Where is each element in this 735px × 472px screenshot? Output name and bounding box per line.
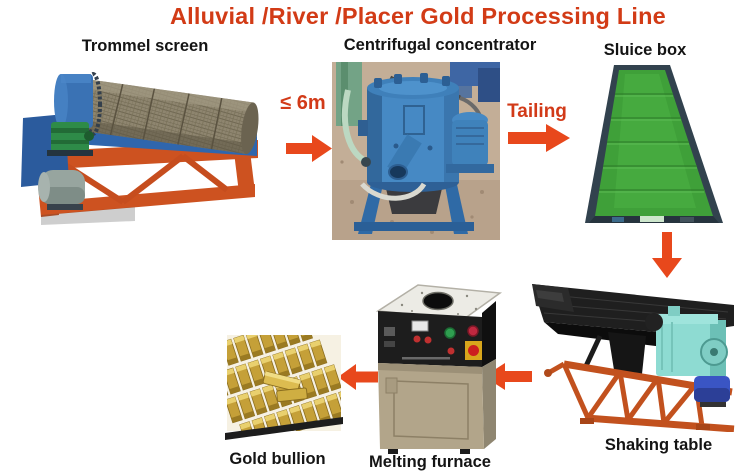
shaking-table-label: Shaking table	[604, 436, 713, 454]
centrifugal-concentrator-label: Centrifugal concentrator	[343, 36, 537, 54]
stop-button	[467, 325, 479, 337]
discharge-spout	[388, 164, 408, 180]
start-button	[444, 327, 456, 339]
diagram-title: Alluvial /River /Placer Gold Processing …	[170, 3, 666, 29]
melting-furnace-label: Melting furnace	[369, 453, 491, 471]
melting-furnace-illustration	[375, 284, 503, 454]
gold-bullion-photo	[225, 333, 343, 443]
shaking-table-photo	[528, 278, 735, 432]
flow-arrow-sluice-to-table	[652, 232, 682, 278]
feed-size-note: ≤ 6m	[280, 92, 326, 114]
sluice-box-photo	[572, 60, 734, 232]
tailing-note: Tailing	[507, 101, 567, 122]
sluice-box-label: Sluice box	[603, 41, 687, 59]
centrifugal-concentrator-illustration	[332, 62, 500, 240]
flow-arrow-trommel-to-concentrator	[286, 135, 332, 162]
melting-furnace-photo	[372, 281, 504, 455]
flow-arrow-concentrator-to-sluice	[508, 124, 570, 152]
trommel-screen-label: Trommel screen	[81, 37, 209, 55]
sluice-box-illustration	[585, 65, 723, 223]
emergency-switch	[468, 345, 479, 356]
flow-arrow-furnace-to-bullion	[338, 364, 378, 390]
gold-bullion-illustration	[225, 335, 343, 440]
trommel-screen-illustration	[21, 72, 259, 225]
trommel-screen-photo	[5, 66, 265, 231]
gearbox	[51, 122, 89, 152]
temperature-display	[411, 320, 429, 332]
crucible-opening	[422, 291, 454, 311]
gold-bullion-label: Gold bullion	[229, 450, 326, 468]
centrifugal-concentrator-photo	[332, 62, 500, 240]
shaking-table-illustration	[532, 284, 735, 432]
